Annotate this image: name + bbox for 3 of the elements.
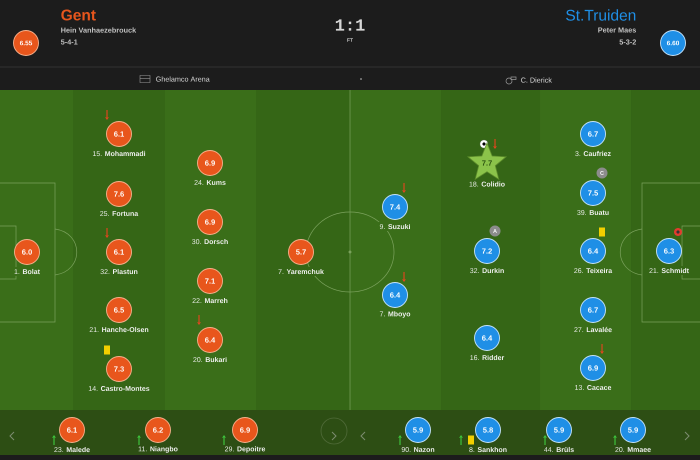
team-name: Gent	[61, 10, 96, 20]
score: 1:1	[336, 19, 365, 31]
team-name: St.Truiden	[566, 9, 636, 21]
